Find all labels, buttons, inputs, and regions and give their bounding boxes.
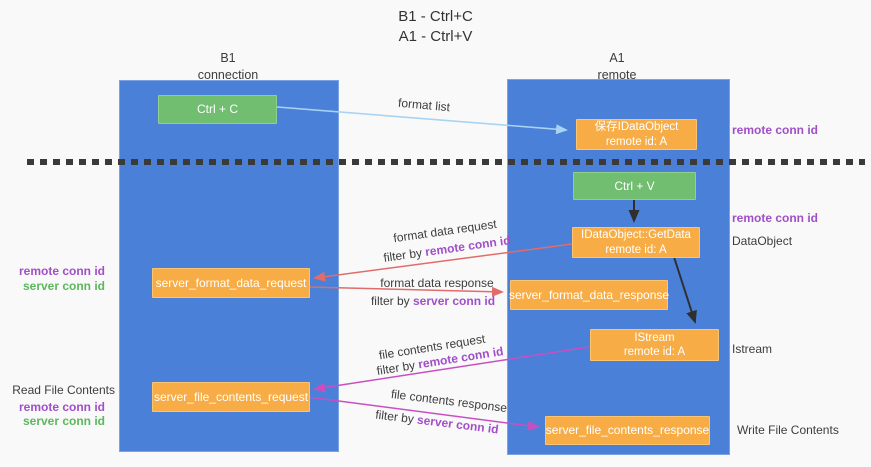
- getdata-to-istream-arrow: [673, 256, 697, 324]
- idataobject-getdata-box: IDataObject::GetData remote id: A: [572, 227, 700, 258]
- left-column-header: B1 connection: [168, 50, 288, 84]
- left-remote-conn-id-1: remote conn id: [18, 264, 105, 278]
- right-column-name: A1: [609, 51, 625, 65]
- server-format-data-response-label: server_format_data_response: [508, 287, 670, 302]
- format-list-arrow: [276, 106, 568, 135]
- istream-line1: IStream: [634, 331, 675, 344]
- save-idataobject-line2: remote id: A: [605, 135, 668, 148]
- ctrl-c-box: Ctrl + C: [158, 95, 277, 124]
- filter-by-text: filter by: [370, 294, 410, 308]
- write-file-contents-label: Write File Contents: [737, 423, 839, 437]
- server-file-contents-response-label: server_file_contents_response: [545, 423, 710, 437]
- format-data-response-filter-label: filter by server conn id: [371, 294, 495, 308]
- ctrl-c-label: Ctrl + C: [196, 102, 238, 116]
- file-contents-response-arrow: [307, 396, 540, 431]
- left-remote-conn-id-2: remote conn id: [18, 400, 105, 414]
- save-idataobject-line1: 保存IDataObject: [594, 121, 679, 134]
- istream-line2: remote id: A: [623, 346, 686, 358]
- server-file-contents-response-box: server_file_contents_response: [545, 416, 710, 445]
- title-line-2: A1 - Ctrl+V: [398, 27, 473, 45]
- getdata-line1: IDataObject::GetData: [581, 229, 691, 242]
- right-column-role: remote: [597, 67, 637, 82]
- format-data-request-arrow: [313, 243, 573, 282]
- ctrl-v-box: Ctrl + V: [573, 172, 696, 200]
- save-idataobject-box: 保存IDataObject remote id: A: [576, 119, 697, 150]
- server-format-data-request-label: server_format_data_request: [155, 275, 307, 290]
- server-format-data-response-box: server_format_data_response: [508, 280, 670, 310]
- read-file-contents-label: Read File Contents: [12, 383, 115, 397]
- istream-side-label: Istream: [732, 342, 773, 356]
- left-column-role: connection: [197, 67, 259, 82]
- left-server-conn-id-1: server conn id: [22, 279, 105, 293]
- right-column-header: A1 remote: [557, 50, 677, 84]
- ctrl-v-label: Ctrl + V: [614, 178, 655, 193]
- server-file-contents-request-box: server_file_contents_request: [152, 382, 310, 412]
- diagram-title: B1 - Ctrl+C A1 - Ctrl+V: [0, 7, 871, 46]
- title-line-1: B1 - Ctrl+C: [398, 8, 473, 25]
- right-remote-conn-id-mid: remote conn id: [732, 211, 819, 225]
- getdata-line2: remote id: A: [605, 243, 667, 256]
- server-file-contents-request-label: server_file_contents_request: [153, 389, 309, 404]
- left-server-conn-id-2: server conn id: [22, 414, 105, 428]
- format-data-response-arrow: [307, 286, 504, 297]
- boundary-dashed-line: [27, 159, 865, 165]
- left-column-name: B1: [220, 51, 236, 65]
- server-format-data-request-box: server_format_data_request: [152, 268, 310, 298]
- dataobject-label: DataObject: [732, 234, 793, 248]
- file-contents-request-arrow: [313, 346, 590, 393]
- right-remote-conn-id-top: remote conn id: [732, 123, 819, 137]
- server-conn-id-text: server conn id: [413, 294, 496, 308]
- format-data-response-label: format data response: [380, 276, 494, 290]
- istream-box: IStream remote id: A: [590, 329, 719, 361]
